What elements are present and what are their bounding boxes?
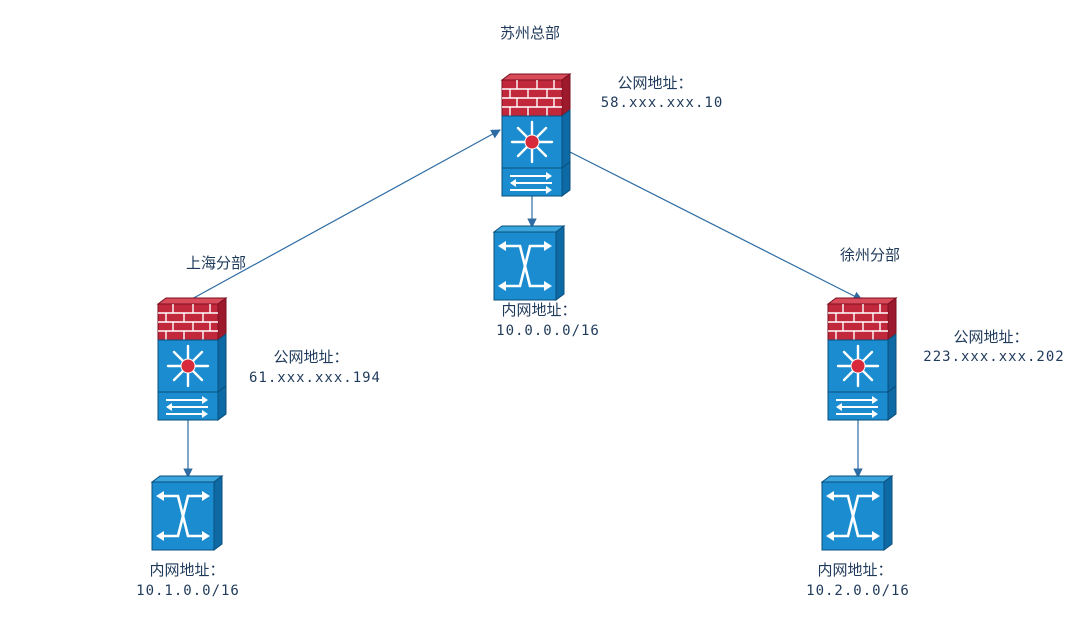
link-hq-to-xuzhou bbox=[565, 149, 863, 301]
hq-lan-subnet: 10.0.0.0/16 bbox=[496, 323, 600, 339]
shanghai-lan-switch-icon[interactable] bbox=[150, 474, 224, 552]
link-shanghai-to-hq bbox=[189, 129, 501, 301]
shanghai-lan-subnet: 10.1.0.0/16 bbox=[136, 583, 240, 599]
xuzhou-site-name: 徐州分部 bbox=[839, 246, 900, 264]
xuzhou-lan-switch-icon[interactable] bbox=[820, 474, 894, 552]
shanghai-public-ip: 61.xxx.xxx.194 bbox=[248, 370, 381, 386]
xuzhou-public-label: 公网地址： bbox=[953, 328, 1029, 346]
hq-site-name: 苏州总部 bbox=[499, 24, 560, 42]
shanghai-public-label: 公网地址： bbox=[273, 348, 349, 366]
hq-firewall-router-icon[interactable] bbox=[500, 72, 572, 198]
xuzhou-lan-subnet: 10.2.0.0/16 bbox=[806, 583, 910, 599]
hq-lan-switch-icon[interactable] bbox=[492, 224, 566, 302]
hq-public-label: 公网地址： bbox=[617, 74, 693, 92]
xuzhou-public-ip: 223.xxx.xxx.202 bbox=[923, 349, 1065, 365]
hq-lan-label: 内网地址： bbox=[501, 301, 577, 319]
xuzhou-firewall-router-icon[interactable] bbox=[826, 296, 898, 422]
hq-public-ip: 58.xxx.xxx.10 bbox=[600, 95, 724, 111]
shanghai-firewall-router-icon[interactable] bbox=[156, 296, 228, 422]
xuzhou-lan-label: 内网地址： bbox=[817, 561, 893, 579]
shanghai-site-name: 上海分部 bbox=[185, 254, 246, 272]
shanghai-lan-label: 内网地址： bbox=[149, 561, 225, 579]
